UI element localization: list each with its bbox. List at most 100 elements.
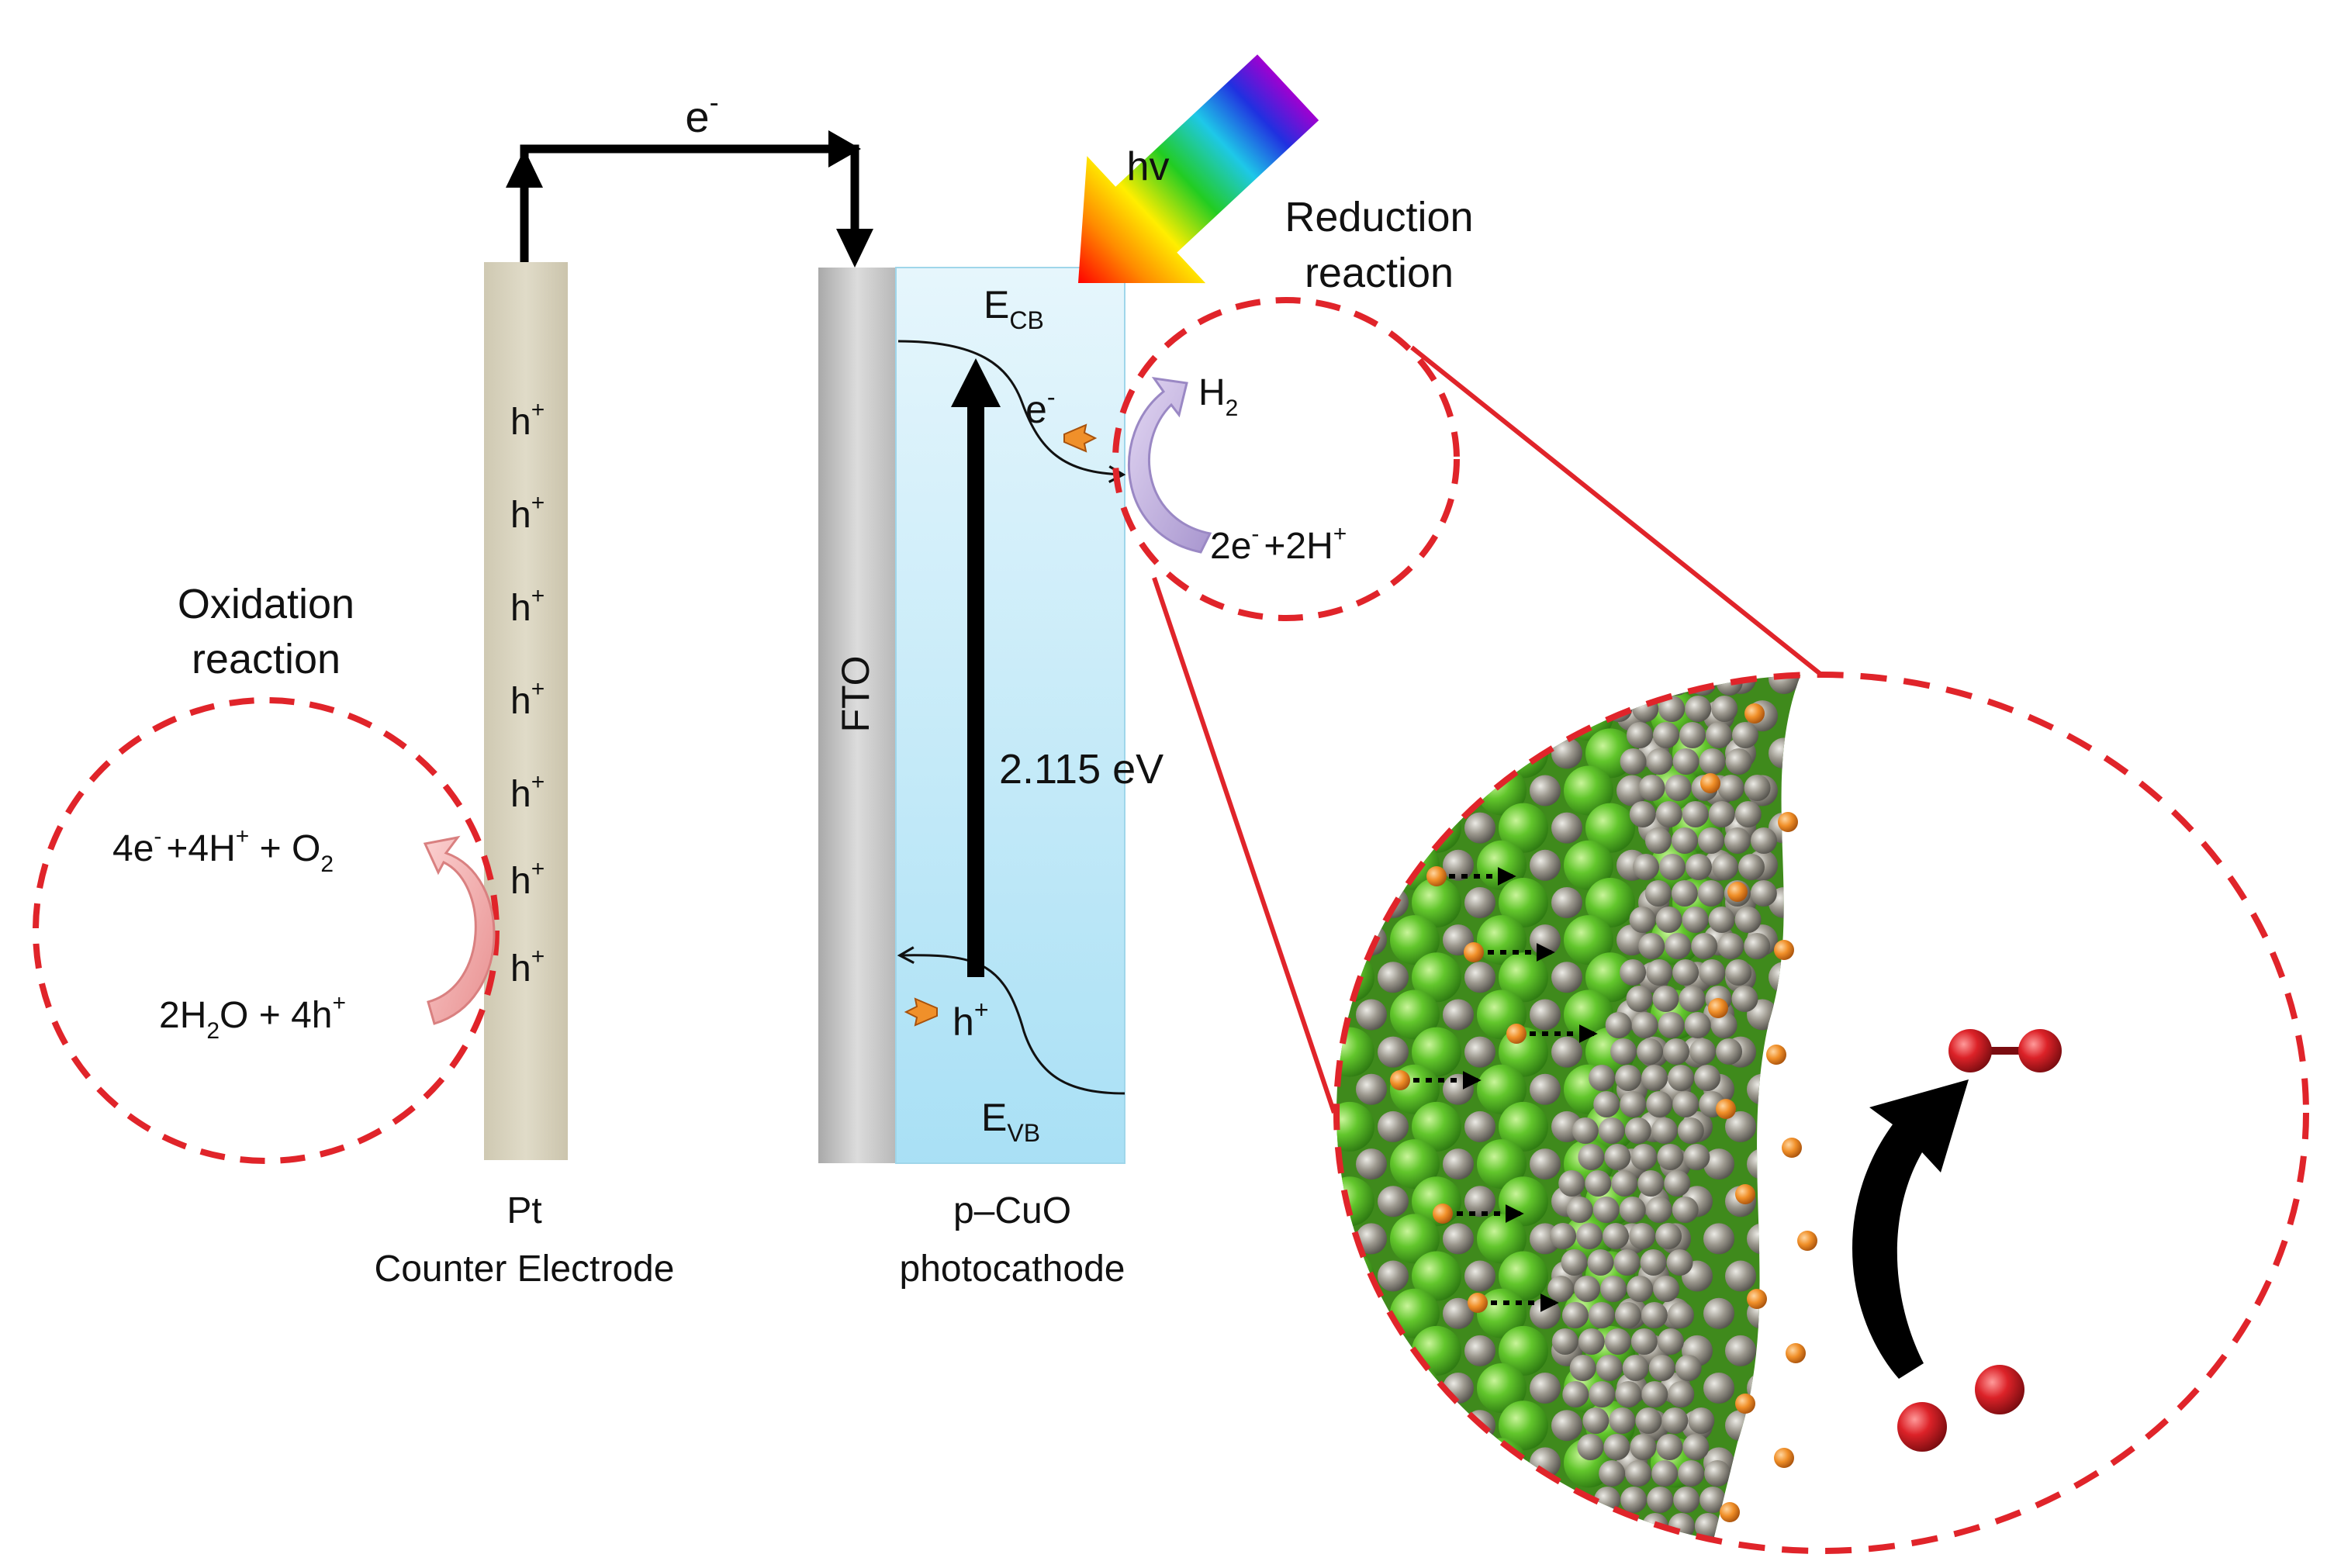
surface-atom [1622,1355,1649,1381]
o-atom [1378,737,1409,769]
dopant-atom [1468,1293,1488,1313]
dopant-atom [1797,1231,1817,1251]
dopant-atom [1735,1184,1755,1204]
cu-atom [1336,728,1374,779]
o-atom [1530,849,1561,881]
surface-atom [1582,1407,1610,1434]
o-atom [1356,1223,1387,1255]
surface-atom [1620,1487,1648,1513]
surface-atom [1708,907,1735,933]
cu-atom [1390,1438,1440,1488]
surface-atom [1625,1460,1652,1487]
surface-atom [1672,1197,1699,1223]
surface-atom [1585,1170,1612,1197]
surface-atom [1677,1117,1704,1144]
surface-atom [1717,775,1744,801]
cu-atom [1564,840,1613,890]
cu-atom [1499,1325,1548,1376]
o-atom [1464,886,1495,918]
surface-atom [1644,827,1672,854]
o-atom [1464,1335,1495,1366]
surface-atom [1679,986,1706,1012]
surface-atom [1699,1487,1727,1513]
surface-atom [1665,775,1692,801]
surface-atom [1666,1249,1693,1276]
surface-atom [1724,827,1751,854]
surface-atom [1717,933,1744,959]
surface-atom [1668,1513,1695,1539]
o-atom [1530,775,1561,806]
surface-atom [1656,1434,1683,1460]
surface-atom [1699,748,1726,775]
hole-label-2: h+ [510,490,545,536]
electron-transfer-arrow [1063,423,1098,453]
cu-atom [1390,1288,1440,1338]
cu-atom [1412,675,1461,703]
surface-atom [1737,854,1765,880]
o-atom [1725,1260,1756,1292]
oxidation-reaction: Oxidation reaction 4e-+4H+ + O2 2H2O + 4… [33,581,500,1164]
external-circuit: e- [506,86,873,268]
magnified-surface-view [1333,672,2309,1554]
proton-atom-2 [1975,1365,2024,1414]
o-atom [1443,1447,1474,1479]
cu-atom [1390,1214,1440,1264]
reduction-reactant: 2e-+2H+ [1210,521,1347,567]
cu-atom [1499,803,1548,853]
o-atom [1464,1110,1495,1142]
o-atom [1378,1260,1409,1292]
cu-atom [1336,675,1374,703]
o-atom [1356,1447,1387,1479]
surface-atom [1648,1355,1675,1381]
photoelectron-label: e- [1025,383,1055,431]
light-label: hv [1127,144,1170,189]
surface-atom [1637,1038,1664,1065]
surface-atom [1652,986,1679,1012]
hole-label-4: h+ [510,676,545,722]
surface-atom [1708,801,1735,827]
surface-atom [1604,1328,1631,1355]
surface-dopant-atoms [1390,703,1817,1522]
surface-atom [1655,801,1682,827]
surface-atom [1596,1355,1623,1381]
o-atom [1378,812,1409,844]
fto-label: FTO [834,655,877,732]
hole-label: h+ [953,996,989,1044]
cu-atom [1336,803,1374,853]
surface-atom [1566,1197,1593,1223]
hole-label-7: h+ [510,944,545,989]
surface-atom [1697,880,1724,907]
o-atom [1638,675,1669,694]
surface-atom [1603,1434,1630,1460]
surface-atom [1711,696,1738,722]
o-atom [1530,700,1561,732]
surface-atom [1671,827,1698,854]
surface-atom [1671,880,1698,907]
surface-atom [1641,1381,1668,1407]
o-atom [1530,1073,1561,1105]
dopant-atom [1720,1502,1740,1522]
h2-atom-left [1948,1029,1992,1072]
band-gap-label: 2.115 eV [999,746,1164,793]
surface-atom [1593,1091,1620,1117]
cu-atom [1564,915,1613,965]
surface-atom [1630,1434,1657,1460]
band-gap-arrow-head [951,358,1001,407]
surface-atom [1598,1117,1625,1144]
oxidation-title-line1: Oxidation [178,581,354,627]
cu-atom [1499,877,1548,927]
o-atom [1378,675,1409,694]
o-atom [1551,886,1582,918]
surface-atom [1641,1065,1668,1091]
surface-atom [1561,1302,1589,1328]
reduction-product: H2 [1198,372,1238,421]
surface-atom [1694,1513,1721,1539]
surface-atom [1605,1012,1632,1038]
cu-atom [1412,1101,1461,1152]
o-atom [1464,737,1495,769]
surface-atom [1697,827,1724,854]
hole-label-3: h+ [510,583,545,629]
surface-atom [1619,1197,1646,1223]
conduction-band-curve [897,340,1126,483]
o-atom [1378,1410,1409,1442]
